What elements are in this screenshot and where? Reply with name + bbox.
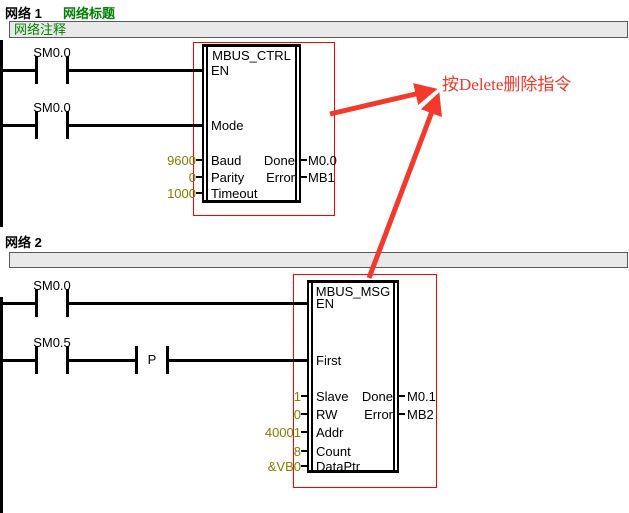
param-slave-value[interactable]: 1 (293, 389, 301, 404)
wire (69, 302, 307, 305)
pin-tick (301, 395, 307, 397)
param-baud-value[interactable]: 9600 (167, 153, 196, 168)
pin-error: Error (364, 407, 393, 422)
output-done-operand[interactable]: M0.1 (407, 389, 436, 404)
param-rw-value[interactable]: 0 (293, 407, 301, 422)
contact-bar (35, 111, 38, 139)
selection-box-mbus-ctrl (193, 42, 335, 216)
network2-label: 网络 2 (5, 235, 42, 250)
contact-bar (66, 56, 69, 84)
output-error-operand[interactable]: MB1 (308, 170, 335, 185)
contact-bar (66, 111, 69, 139)
network1-label: 网络 1 (5, 6, 42, 21)
wire (0, 302, 35, 305)
pin-addr: Addr (316, 425, 344, 440)
positive-edge-contact[interactable]: P (147, 352, 157, 367)
selection-box-mbus-msg (293, 274, 437, 488)
network1-comment-bar[interactable]: 网络注释 (9, 21, 628, 38)
wire (69, 69, 202, 72)
pin-slave: Slave (316, 389, 349, 404)
pin-tick (301, 176, 307, 178)
network1-title[interactable]: 网络标题 (63, 6, 116, 21)
arrow-to-mbus-ctrl (329, 83, 438, 117)
contact-bar (135, 346, 138, 374)
pin-tick (301, 431, 307, 433)
pin-done: Done (361, 389, 393, 404)
param-dataptr-value[interactable]: &VB0 (267, 459, 301, 474)
pin-tick (196, 159, 202, 161)
instruction-block-mbus-ctrl[interactable] (202, 44, 301, 203)
param-parity-value[interactable]: 0 (188, 170, 196, 185)
pin-tick (399, 395, 405, 397)
output-done-operand[interactable]: M0.0 (308, 153, 337, 168)
pin-timeout: Timeout (211, 186, 258, 201)
wire (69, 359, 135, 362)
param-count-value[interactable]: 8 (293, 444, 301, 459)
power-rail-network2 (0, 297, 3, 513)
network1-comment-text: 网络注释 (14, 22, 67, 37)
pin-baud: Baud (211, 153, 242, 168)
power-rail-network1 (0, 40, 3, 227)
pin-done: Done (263, 153, 295, 168)
contact-operand-sm0_0[interactable]: SM0.0 (33, 100, 71, 115)
pin-tick (301, 450, 307, 452)
pin-tick (399, 413, 405, 415)
pin-dataptr: DataPtr (316, 459, 361, 474)
contact-bar (35, 56, 38, 84)
contact-operand-sm0_5[interactable]: SM0.5 (33, 335, 71, 350)
wire (169, 359, 307, 362)
wire (0, 359, 35, 362)
contact-bar (66, 346, 69, 374)
contact-bar (35, 289, 38, 317)
wire (0, 124, 35, 127)
pin-tick (301, 159, 307, 161)
pin-mode: Mode (211, 118, 244, 133)
pin-error: Error (266, 170, 295, 185)
contact-operand-sm0_0[interactable]: SM0.0 (33, 45, 71, 60)
pin-en: EN (211, 63, 230, 78)
param-addr-value[interactable]: 40001 (264, 425, 301, 440)
wire (69, 124, 202, 127)
wire (0, 69, 35, 72)
instruction-block-mbus-msg[interactable] (307, 280, 399, 473)
pin-tick (301, 465, 307, 467)
pin-count: Count (316, 444, 351, 459)
output-error-operand[interactable]: MB2 (407, 407, 434, 422)
pin-tick (196, 192, 202, 194)
pin-first: First (316, 353, 342, 368)
pin-parity: Parity (211, 170, 245, 185)
contact-bar (35, 346, 38, 374)
block-title: MBUS_CTRL (212, 48, 291, 63)
pin-rw: RW (316, 407, 338, 422)
contact-bar (66, 289, 69, 317)
contact-operand-sm0_0[interactable]: SM0.0 (33, 278, 71, 293)
pin-tick (301, 413, 307, 415)
pin-tick (196, 176, 202, 178)
pin-en: EN (316, 296, 335, 311)
annotation-text: 按Delete删除指令 (442, 75, 572, 94)
block-title: MBUS_MSG (315, 284, 391, 299)
contact-bar (166, 346, 169, 374)
param-timeout-value[interactable]: 1000 (167, 186, 196, 201)
network2-comment-bar[interactable] (9, 252, 628, 268)
